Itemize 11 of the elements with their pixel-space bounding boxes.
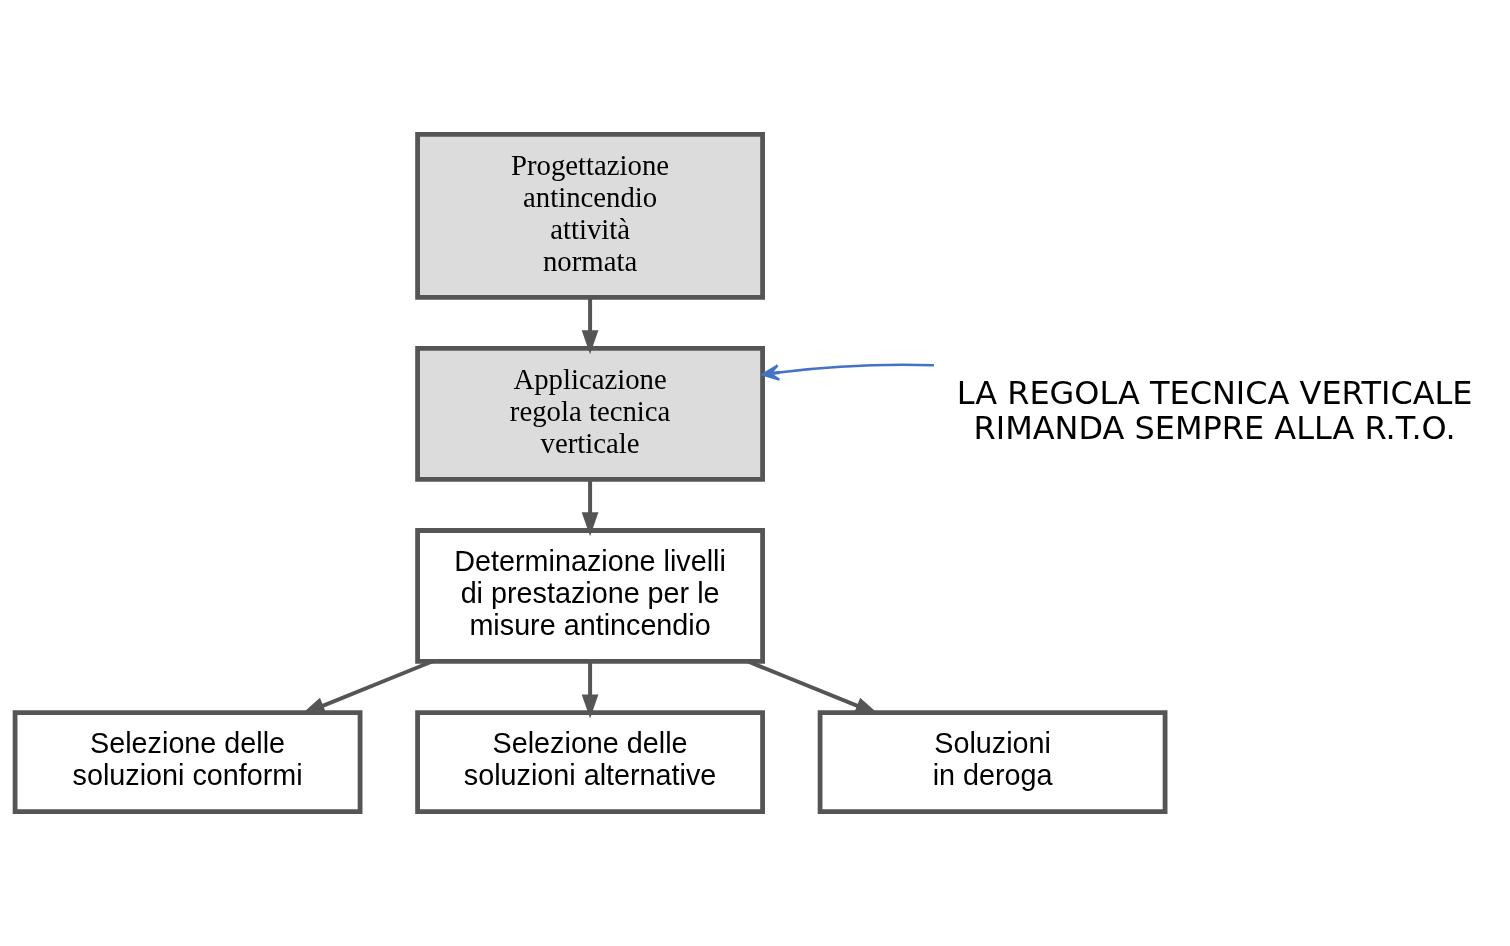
node-box: Soluzioni in deroga: [817, 710, 1168, 814]
node-box: Selezione delle soluzioni conformi: [12, 710, 363, 814]
node-box: Applicazione regola tecnica verticale: [415, 346, 765, 482]
node-box: Progettazione antincendio attività normata: [415, 132, 765, 300]
arrow: [581, 297, 599, 355]
arrow: [761, 363, 934, 381]
arrow: [581, 479, 599, 537]
node-box: Determinazione livelli di prestazione per le misure antincendio: [415, 528, 765, 664]
node-text: LA REGOLA TECNICA VERTICALE RIMANDA SEMPRE ALLA R.T.O.: [956, 374, 1473, 448]
arrow: [581, 661, 599, 719]
node-box: Selezione delle soluzioni alternative: [415, 710, 765, 814]
